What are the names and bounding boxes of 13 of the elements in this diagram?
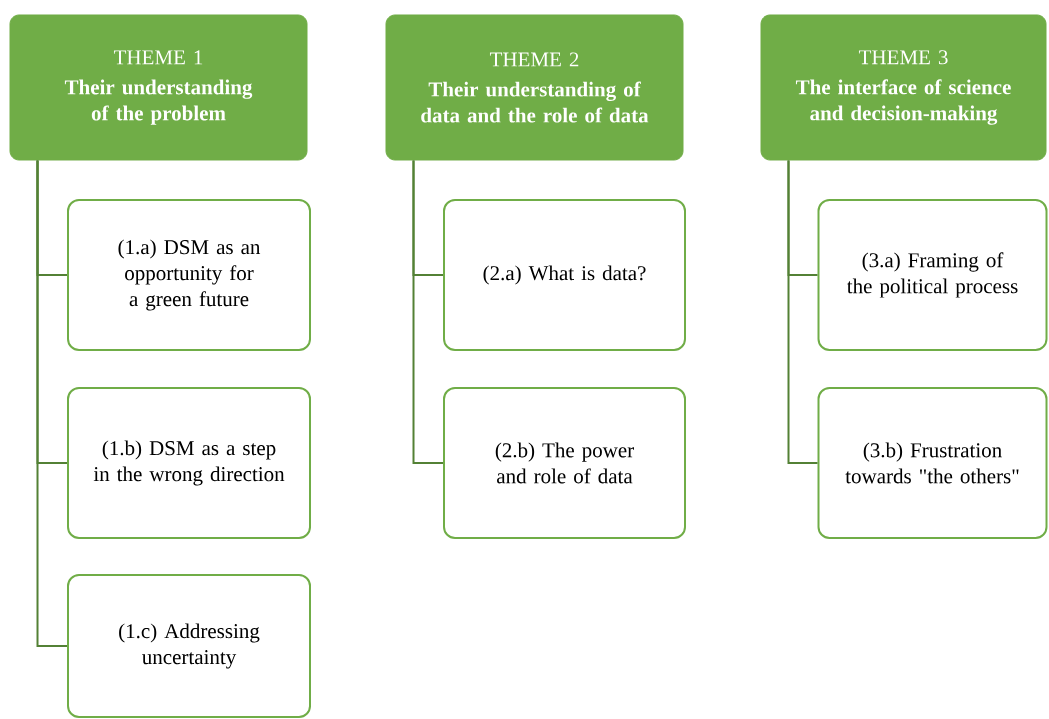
subtheme-box: (1.c) Addressing uncertainty xyxy=(67,574,311,718)
subtheme-box: (1.a) DSM as an opportunity for a green future xyxy=(67,199,311,351)
theme-box: THEME 1 Their understanding of the problem xyxy=(9,14,308,161)
theme-box: THEME 3 The interface of science and decision-making xyxy=(760,14,1047,161)
connector-line xyxy=(787,159,819,464)
theme-box: THEME 2 Their understanding of data and the role of data xyxy=(385,14,684,161)
subtheme-box: (2.b) The power and role of data xyxy=(443,387,686,539)
subtheme-box: (2.a) What is data? xyxy=(443,199,686,351)
connector-line xyxy=(412,159,444,464)
connector-line xyxy=(36,159,68,647)
subtheme-box: (3.a) Framing of the political process xyxy=(817,199,1048,351)
subtheme-box: (1.b) DSM as a step in the wrong direction xyxy=(67,387,311,539)
subtheme-box: (3.b) Frustration towards "the others" xyxy=(817,387,1048,539)
